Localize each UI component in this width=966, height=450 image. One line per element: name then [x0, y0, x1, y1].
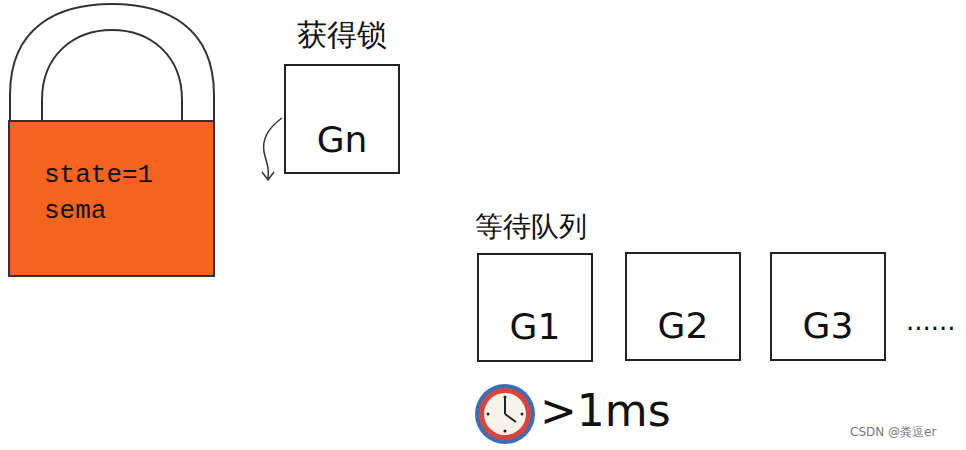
lock-shackle: [10, 4, 214, 125]
goroutine-box: G1: [477, 253, 593, 362]
state-text: state=1: [44, 162, 153, 188]
watermark: CSDN @粪逗er: [850, 425, 936, 439]
tail-line: [262, 118, 282, 180]
timeout-label: >1ms: [540, 385, 671, 438]
goroutine-box: 获得锁Gn: [284, 64, 400, 174]
heading-text: 获得锁: [297, 20, 387, 50]
sema-text: sema: [44, 198, 106, 224]
goroutine-box: G2: [625, 252, 741, 361]
goroutine-name: G2: [658, 308, 709, 344]
ellipsis: ......: [906, 306, 956, 337]
goroutine-name: Gn: [317, 122, 368, 158]
lock-body: state=1 sema: [8, 120, 215, 277]
goroutine-name: G1: [510, 309, 561, 345]
queue-label: 等待队列: [475, 210, 587, 244]
clock-icon: [475, 384, 535, 444]
goroutine-name: G3: [803, 308, 854, 344]
goroutine-box: G3: [770, 252, 886, 361]
